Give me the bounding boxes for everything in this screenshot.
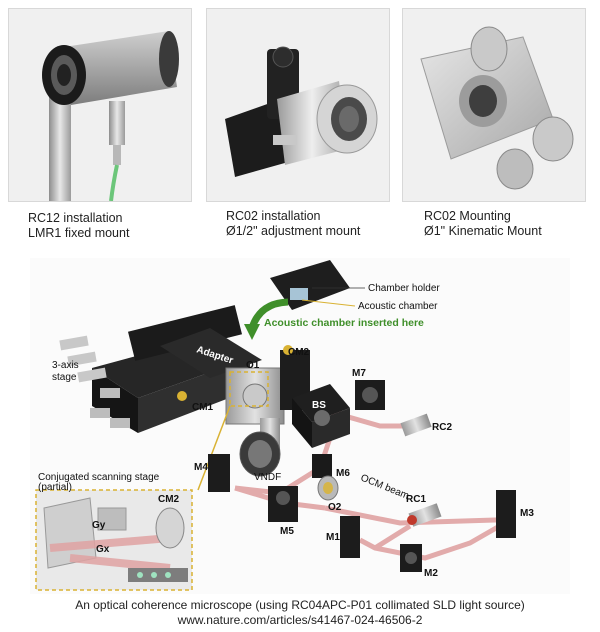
label-rc2: RC2 [432,422,452,433]
rc12-caption: RC12 installation LMR1 fixed mount [28,211,129,241]
label-conjugated-line2: (partial) [38,482,72,493]
rc02-kinematic-caption-title: RC02 Mounting [424,209,511,223]
label-three-axis-line1: 3-axis [52,360,79,371]
rc02-kinematic-caption: RC02 Mounting Ø1" Kinematic Mount [424,209,542,239]
label-m1: M1 [326,532,340,543]
rc12-photo [8,8,192,202]
rc12-caption-subtitle: LMR1 fixed mount [28,226,130,240]
scan-highlight-box [229,371,269,407]
label-rc1: RC1 [406,494,426,505]
rc02-adjustment-caption-subtitle: Ø1/2" adjustment mount [226,224,361,238]
m6-mount [312,454,332,478]
cm1-screw [177,391,187,401]
chamber-holder [270,260,350,310]
adapter-plate [160,328,262,378]
product-photo-row: RC12 installation LMR1 fixed mount [0,0,600,250]
beam-splitter [292,384,350,448]
m4-mount [208,454,230,492]
m1-mount [340,516,360,558]
rc1-indicator [407,515,417,525]
rc02-kinematic-photo [402,8,586,202]
ocm-diagram-svg: Chamber holder Acoustic chamber Acoustic… [35,260,534,591]
rc02-adjustment-caption-title: RC02 installation [226,209,321,223]
label-ocm-beam: OCM beam [359,473,411,502]
rc02-adjustment-photo [206,8,390,202]
label-m7: M7 [352,368,366,379]
label-g-y: Gy [92,520,106,531]
conjugated-stage-inset [35,489,193,591]
ocm-setup-diagram: Chamber holder Acoustic chamber Acoustic… [30,258,570,594]
label-m4: M4 [194,462,208,473]
m3-mount [496,490,516,538]
figure-caption-title: An optical coherence microscope (using R… [75,598,525,612]
rc2-collimator [400,413,432,437]
label-acoustic-chamber: Acoustic chamber [358,301,438,312]
label-m5: M5 [280,526,294,537]
rc02-kinematic-caption-subtitle: Ø1" Kinematic Mount [424,224,542,238]
label-bs: BS [312,400,326,411]
inset-leader-line [197,405,231,491]
m5-mirror [276,491,290,505]
label-vndf: VNDF [254,472,281,483]
rc02-adjustment-caption: RC02 installation Ø1/2" adjustment mount [226,209,360,239]
label-inset-cm2: CM2 [158,494,180,505]
label-inserted-here: Acoustic chamber inserted here [264,317,424,329]
label-three-axis-line2: stage [52,372,77,383]
rc02-adjustment-illustration [207,9,389,201]
label-m6: M6 [336,468,350,479]
cm2-screw [283,345,293,355]
rc12-caption-title: RC12 installation [28,211,123,225]
label-m2: M2 [424,568,438,579]
label-g-x: Gx [96,544,110,555]
label-cm2: CM2 [288,347,310,358]
o2-lens [323,482,333,494]
label-chamber-holder: Chamber holder [368,283,440,294]
vndf-aperture [248,440,272,468]
label-m3: M3 [520,508,534,519]
m7-mirror [362,387,378,403]
insertion-arrow-head [244,324,260,340]
rc02-kinematic-illustration [403,9,585,201]
label-o1: O1 [246,360,260,371]
figure-caption-source: www.nature.com/articles/s41467-024-46506… [177,613,423,627]
label-conjugated-line1: Conjugated scanning stage [38,472,160,483]
m2-mirror [405,552,417,564]
label-o2: O2 [328,502,342,513]
label-cm1: CM1 [192,402,214,413]
rc12-illustration [9,9,191,201]
acoustic-chamber-leader [301,299,356,307]
figure-caption: An optical coherence microscope (using R… [0,598,600,627]
